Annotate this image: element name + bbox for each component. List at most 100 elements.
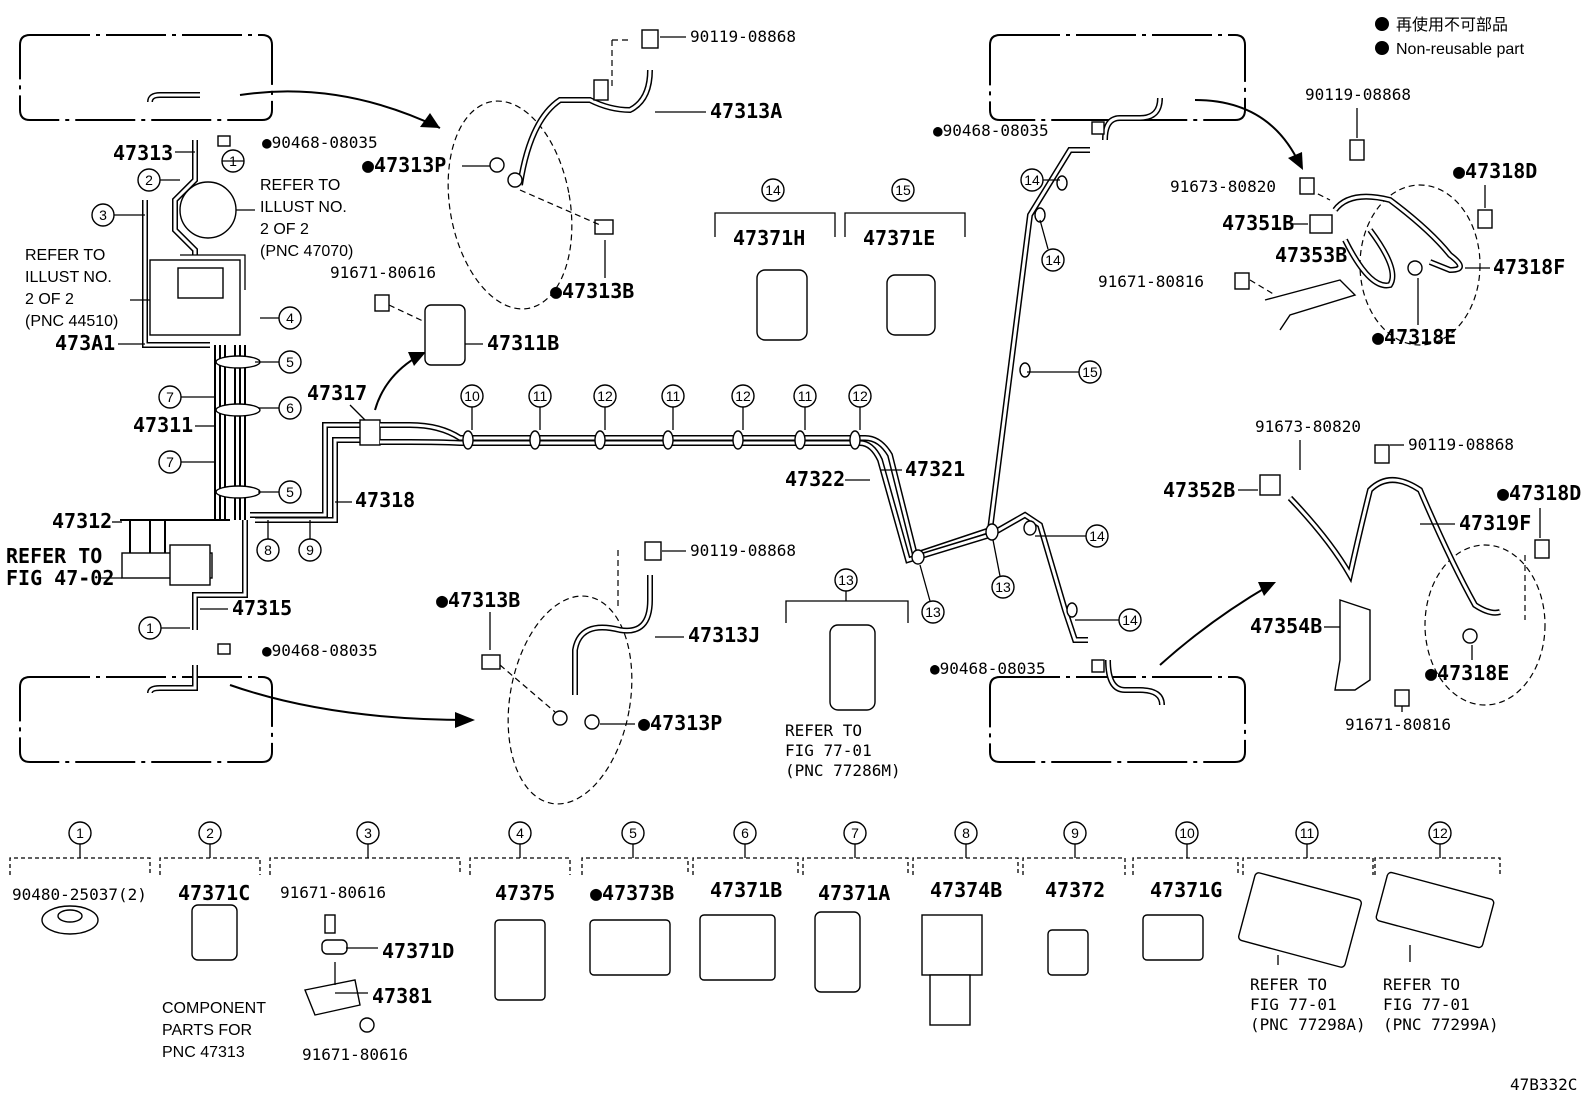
svg-text:10: 10 bbox=[464, 388, 480, 404]
label-90119-bot: 90119-08868 bbox=[690, 541, 796, 560]
label-47381: 47381 bbox=[372, 984, 432, 1008]
component-note-2: PARTS FOR bbox=[162, 1022, 252, 1039]
svg-text:5: 5 bbox=[629, 825, 637, 841]
svg-text:4: 4 bbox=[516, 825, 524, 841]
svg-text:7: 7 bbox=[166, 389, 174, 405]
label-47313: 47313 bbox=[113, 141, 173, 165]
label-91671-80816-br: 91671-80816 bbox=[1345, 715, 1451, 734]
legend-dot-icon bbox=[1375, 41, 1389, 55]
bottom-label-10: 47371G bbox=[1150, 878, 1222, 902]
arrow-head-icon bbox=[1288, 152, 1303, 170]
svg-text:13: 13 bbox=[995, 579, 1011, 595]
refer-illust-right-2: ILLUST NO. bbox=[260, 199, 347, 216]
svg-text:10: 10 bbox=[1179, 825, 1195, 841]
label-47318E-tr: ●47318E bbox=[1372, 325, 1456, 349]
refer-77298A-2: FIG 77-01 bbox=[1250, 995, 1337, 1014]
label-91671-80616: 91671-80616 bbox=[330, 263, 436, 282]
bottom-label-7: 47371A bbox=[818, 881, 890, 905]
label-47351B: 47351B bbox=[1222, 211, 1294, 235]
label-47321: 47321 bbox=[905, 457, 965, 481]
label-90468-tl: ●90468-08035 bbox=[262, 133, 378, 152]
label-47319F: 47319F bbox=[1459, 511, 1531, 535]
svg-text:12: 12 bbox=[852, 388, 868, 404]
label-47318D-br: ●47318D bbox=[1497, 481, 1581, 505]
label-47371E: 47371E bbox=[863, 226, 935, 250]
svg-text:8: 8 bbox=[962, 825, 970, 841]
label-47318E-br: ●47318E bbox=[1425, 661, 1509, 685]
svg-text:14: 14 bbox=[1024, 172, 1040, 188]
bottom-label-2: 47371C bbox=[178, 881, 250, 905]
label-91671-80616-b: 91671-80616 bbox=[302, 1045, 408, 1064]
wheel-box-rear-left bbox=[19, 665, 273, 763]
svg-text:9: 9 bbox=[1071, 825, 1079, 841]
label-47313J: 47313J bbox=[688, 623, 760, 647]
component-note-3: PNC 47313 bbox=[162, 1044, 245, 1061]
label-91673-br: 91673-80820 bbox=[1255, 417, 1361, 436]
label-47313B-bot: ●47313B bbox=[436, 588, 520, 612]
label-47313A: 47313A bbox=[710, 99, 782, 123]
label-90468-bl: ●90468-08035 bbox=[262, 641, 378, 660]
label-47318D-tr: ●47318D bbox=[1453, 159, 1537, 183]
refer-77298A-1: REFER TO bbox=[1250, 975, 1327, 994]
legend-jp: 再使用不可部品 bbox=[1396, 16, 1508, 34]
svg-text:15: 15 bbox=[1082, 364, 1098, 380]
svg-text:1: 1 bbox=[76, 825, 84, 841]
legend-en: Non-reusable part bbox=[1396, 41, 1525, 58]
refer-77299A-3: (PNC 77299A) bbox=[1383, 1015, 1499, 1034]
svg-text:15: 15 bbox=[895, 182, 911, 198]
svg-text:8: 8 bbox=[264, 542, 272, 558]
label-90468-tr: ●90468-08035 bbox=[933, 121, 1049, 140]
label-47313B-top: ●47313B bbox=[550, 279, 634, 303]
refer-77298A-3: (PNC 77298A) bbox=[1250, 1015, 1366, 1034]
svg-text:14: 14 bbox=[1089, 528, 1105, 544]
svg-text:11: 11 bbox=[666, 388, 681, 404]
refer-illust-left-4: (PNC 44510) bbox=[25, 313, 118, 330]
svg-text:14: 14 bbox=[1122, 612, 1138, 628]
svg-text:13: 13 bbox=[925, 604, 941, 620]
component-note-1: COMPONENT bbox=[162, 1000, 266, 1017]
svg-text:12: 12 bbox=[1432, 825, 1448, 841]
wheel-box-front-right bbox=[989, 34, 1246, 141]
legend-dot-icon bbox=[1375, 17, 1389, 31]
svg-text:11: 11 bbox=[1300, 825, 1315, 841]
bottom-label-6: 47371B bbox=[710, 878, 782, 902]
label-91673-tr: 91673-80820 bbox=[1170, 177, 1276, 196]
number-callouts: 1 2 3 4 5 6 5 7 7 8 9 1 10 11 12 11 12 1… bbox=[91, 149, 1142, 640]
bottom-label-3: 91671-80616 bbox=[280, 883, 386, 902]
label-47313P-bot: ●47313P bbox=[638, 711, 722, 735]
svg-text:2: 2 bbox=[206, 825, 214, 841]
wheel-box-front-left bbox=[19, 34, 273, 121]
arrow-line bbox=[239, 90, 441, 129]
bottom-label-4: 47375 bbox=[495, 881, 555, 905]
refer-illust-right-1: REFER TO bbox=[260, 177, 340, 194]
refer-illust-right-3: 2 OF 2 bbox=[260, 221, 309, 238]
label-47311B: 47311B bbox=[487, 331, 559, 355]
bottom-number-callouts: 1 2 3 4 5 6 7 8 9 10 11 12 bbox=[68, 821, 1452, 845]
label-90119-tr: 90119-08868 bbox=[1305, 85, 1411, 104]
label-47313P-top: ●47313P bbox=[362, 153, 446, 177]
label-47352B: 47352B bbox=[1163, 478, 1235, 502]
svg-text:7: 7 bbox=[851, 825, 859, 841]
svg-text:7: 7 bbox=[166, 454, 174, 470]
svg-text:14: 14 bbox=[1045, 252, 1061, 268]
wheel-box-rear-right bbox=[989, 659, 1246, 763]
label-91671-80816-tr: 91671-80816 bbox=[1098, 272, 1204, 291]
svg-text:3: 3 bbox=[99, 207, 107, 223]
refer-77299A-1: REFER TO bbox=[1383, 975, 1460, 994]
svg-text:14: 14 bbox=[765, 182, 781, 198]
label-47322: 47322 bbox=[785, 467, 845, 491]
arrow-head-icon bbox=[1258, 582, 1276, 596]
refer-illust-left-3: 2 OF 2 bbox=[25, 291, 74, 308]
refer-fig-7701-mid-3: (PNC 77286M) bbox=[785, 761, 901, 780]
left-harness bbox=[120, 140, 381, 630]
refer-illust-left-2: ILLUST NO. bbox=[25, 269, 112, 286]
bottom-label-5: ●47373B bbox=[590, 881, 674, 905]
label-90468-br: ●90468-08035 bbox=[930, 659, 1046, 678]
bottom-parts-shapes bbox=[41, 871, 1495, 1033]
bottom-label-8: 47374B bbox=[930, 878, 1002, 902]
bottom-label-9: 47372 bbox=[1045, 878, 1105, 902]
arrow-head-icon bbox=[455, 712, 475, 728]
bottom-label-1: 90480-25037(2) bbox=[12, 885, 147, 904]
